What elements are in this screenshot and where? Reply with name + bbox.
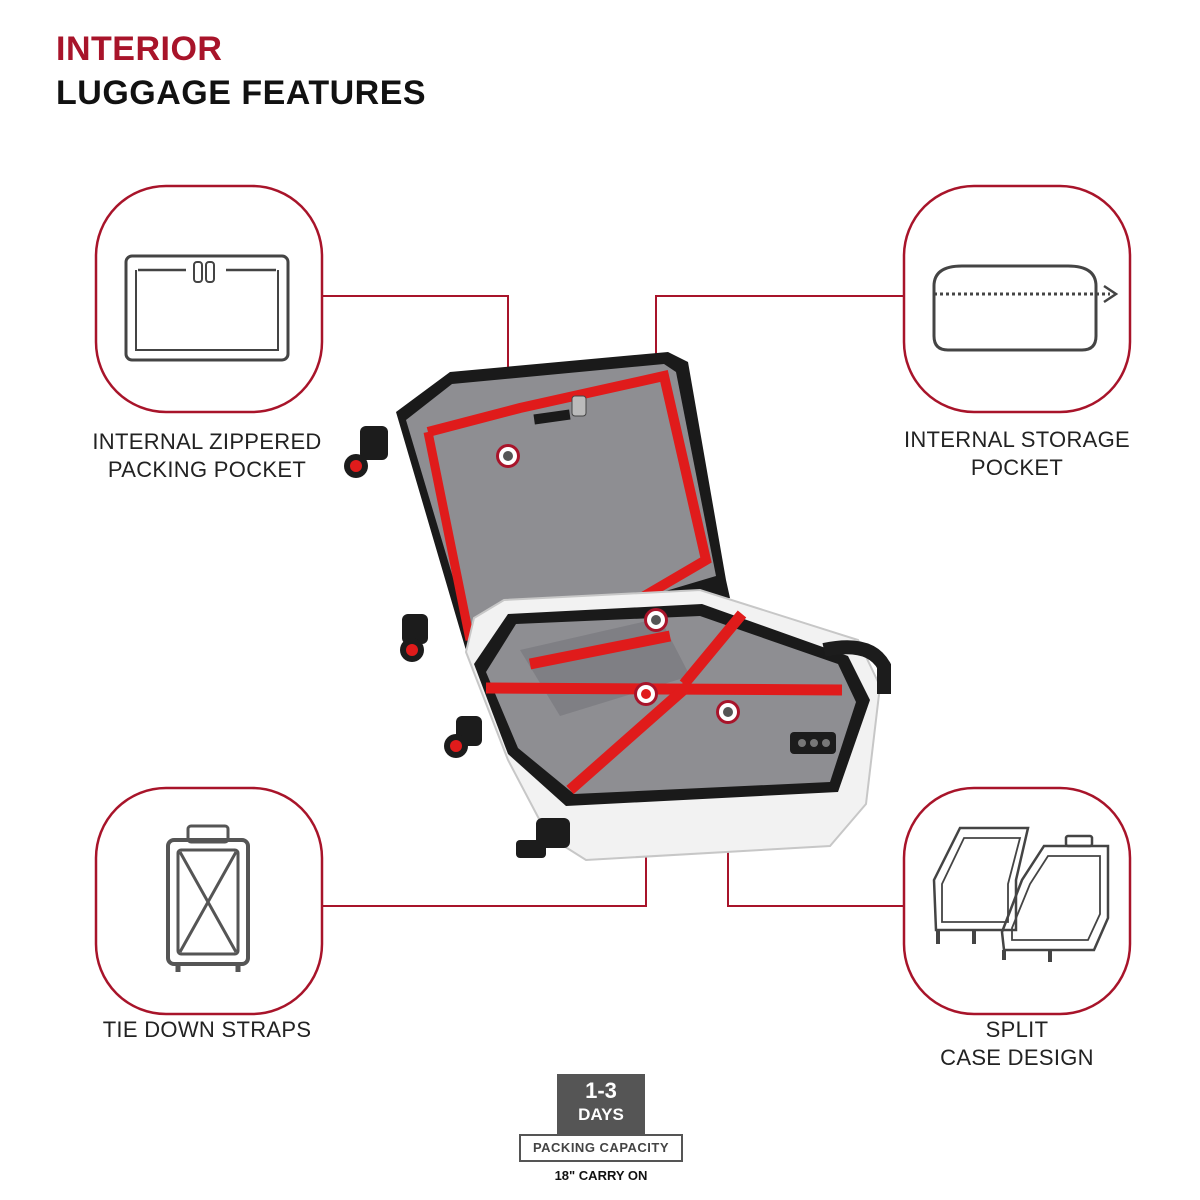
marker-storage-pocket: [644, 608, 668, 632]
suitcase-image: [344, 352, 891, 862]
page-title-line2: LUGGAGE FEATURES: [56, 74, 427, 112]
feature-label-tie-down-straps: TIE DOWN STRAPS: [62, 1016, 352, 1044]
feature-label-line: POCKET: [970, 455, 1064, 480]
feature-label-storage-pocket: INTERNAL STORAGE POCKET: [872, 426, 1162, 482]
tie-down-straps-icon: [166, 824, 250, 972]
base-wheels: [444, 716, 570, 858]
feature-label-line: INTERNAL STORAGE: [903, 427, 1131, 452]
days-box: 1-3 DAYS: [557, 1074, 645, 1134]
days-unit: DAYS: [578, 1105, 624, 1124]
packing-capacity-badge: 1-3 DAYS PACKING CAPACITY 18" CARRY ON: [516, 1074, 686, 1183]
zippered-pocket-icon: [124, 254, 290, 362]
packing-capacity-label: PACKING CAPACITY: [519, 1134, 683, 1162]
feature-label-line: CASE DESIGN: [940, 1045, 1094, 1070]
split-case-icon: [932, 826, 1110, 962]
marker-split-case: [716, 700, 740, 724]
feature-label-line: TIE DOWN STRAPS: [102, 1017, 312, 1042]
feature-label-split-case: SPLIT CASE DESIGN: [872, 1016, 1162, 1072]
days-number: 1-3: [585, 1078, 617, 1103]
frame-zippered-pocket: [94, 184, 324, 414]
feature-label-zippered-pocket: INTERNAL ZIPPERED PACKING POCKET: [62, 428, 352, 484]
feature-label-line: PACKING POCKET: [107, 457, 307, 482]
marker-tie-down-straps: [634, 682, 658, 706]
feature-label-line: SPLIT: [985, 1017, 1049, 1042]
frame-storage-pocket: [902, 184, 1132, 414]
page-title-line1: INTERIOR: [56, 30, 223, 68]
marker-dots: [496, 444, 740, 724]
carry-on-size-label: 18" CARRY ON: [554, 1168, 648, 1183]
storage-pocket-icon: [932, 264, 1119, 352]
lid-wheels: [344, 426, 428, 662]
marker-zippered-pocket: [496, 444, 520, 468]
feature-label-line: INTERNAL ZIPPERED: [92, 429, 322, 454]
